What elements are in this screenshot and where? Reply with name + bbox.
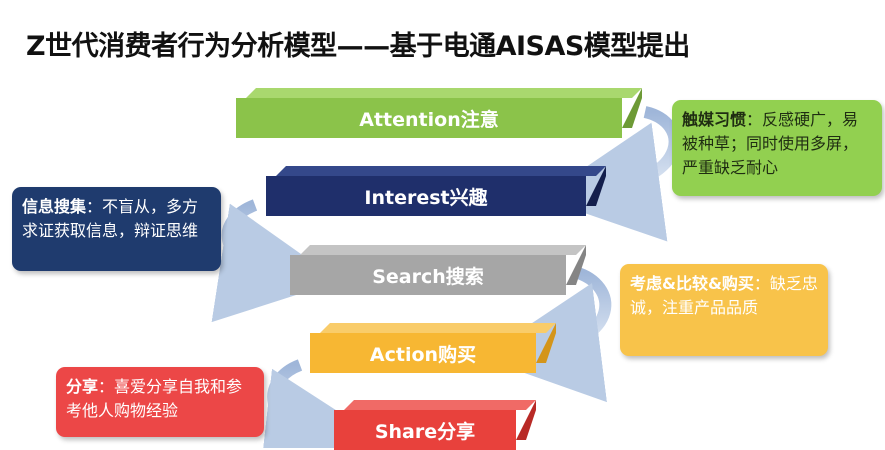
note-search-highlight: 考虑&比较&购买 [630,274,754,293]
arrow-search-to-action [480,266,612,403]
stage-action: Action购买 [310,333,536,373]
note-interest-highlight: 信息搜集 [22,197,87,216]
stage-search-label: Search搜索 [372,265,484,288]
stage-attention: Attention注意 [236,98,622,138]
stage-attention-label: Attention注意 [359,108,499,131]
stage-interest-label: Interest兴趣 [364,186,488,209]
note-action-highlight: 分享 [66,377,99,396]
page-title: Z世代消费者行为分析模型——基于电通AISAS模型提出 [26,31,690,62]
stage-share-label: Share分享 [374,420,476,443]
note-interest: 信息搜集：不盲从，多方求证获取信息，辩证思维 [12,187,221,271]
stage-search: Search搜索 [290,255,566,295]
note-search: 考虑&比较&购买：缺乏忠诚，注重产品品质 [620,264,828,356]
stage-action-label: Action购买 [369,343,477,366]
note-attention-text: ：反感硬广，易被种草；同时使用多屏，严重缺乏耐心 [682,110,859,177]
note-attention-highlight: 触媒习惯 [682,110,747,129]
note-interest-text: ：不盲从，多方求证获取信息，辩证思维 [22,197,199,240]
note-action-text: ：喜爱分享自我和参考他人购物经验 [66,377,243,420]
stage-interest: Interest兴趣 [266,176,586,216]
note-attention: 触媒习惯：反感硬广，易被种草；同时使用多屏，严重缺乏耐心 [672,100,882,196]
stage-share: Share分享 [334,410,516,450]
note-action: 分享：喜爱分享自我和参考他人购物经验 [56,367,264,437]
note-search-text: ：缺乏忠诚，注重产品品质 [630,274,818,317]
arrow-interest-to-search [211,199,340,323]
arrow-action-to-share [258,359,385,448]
